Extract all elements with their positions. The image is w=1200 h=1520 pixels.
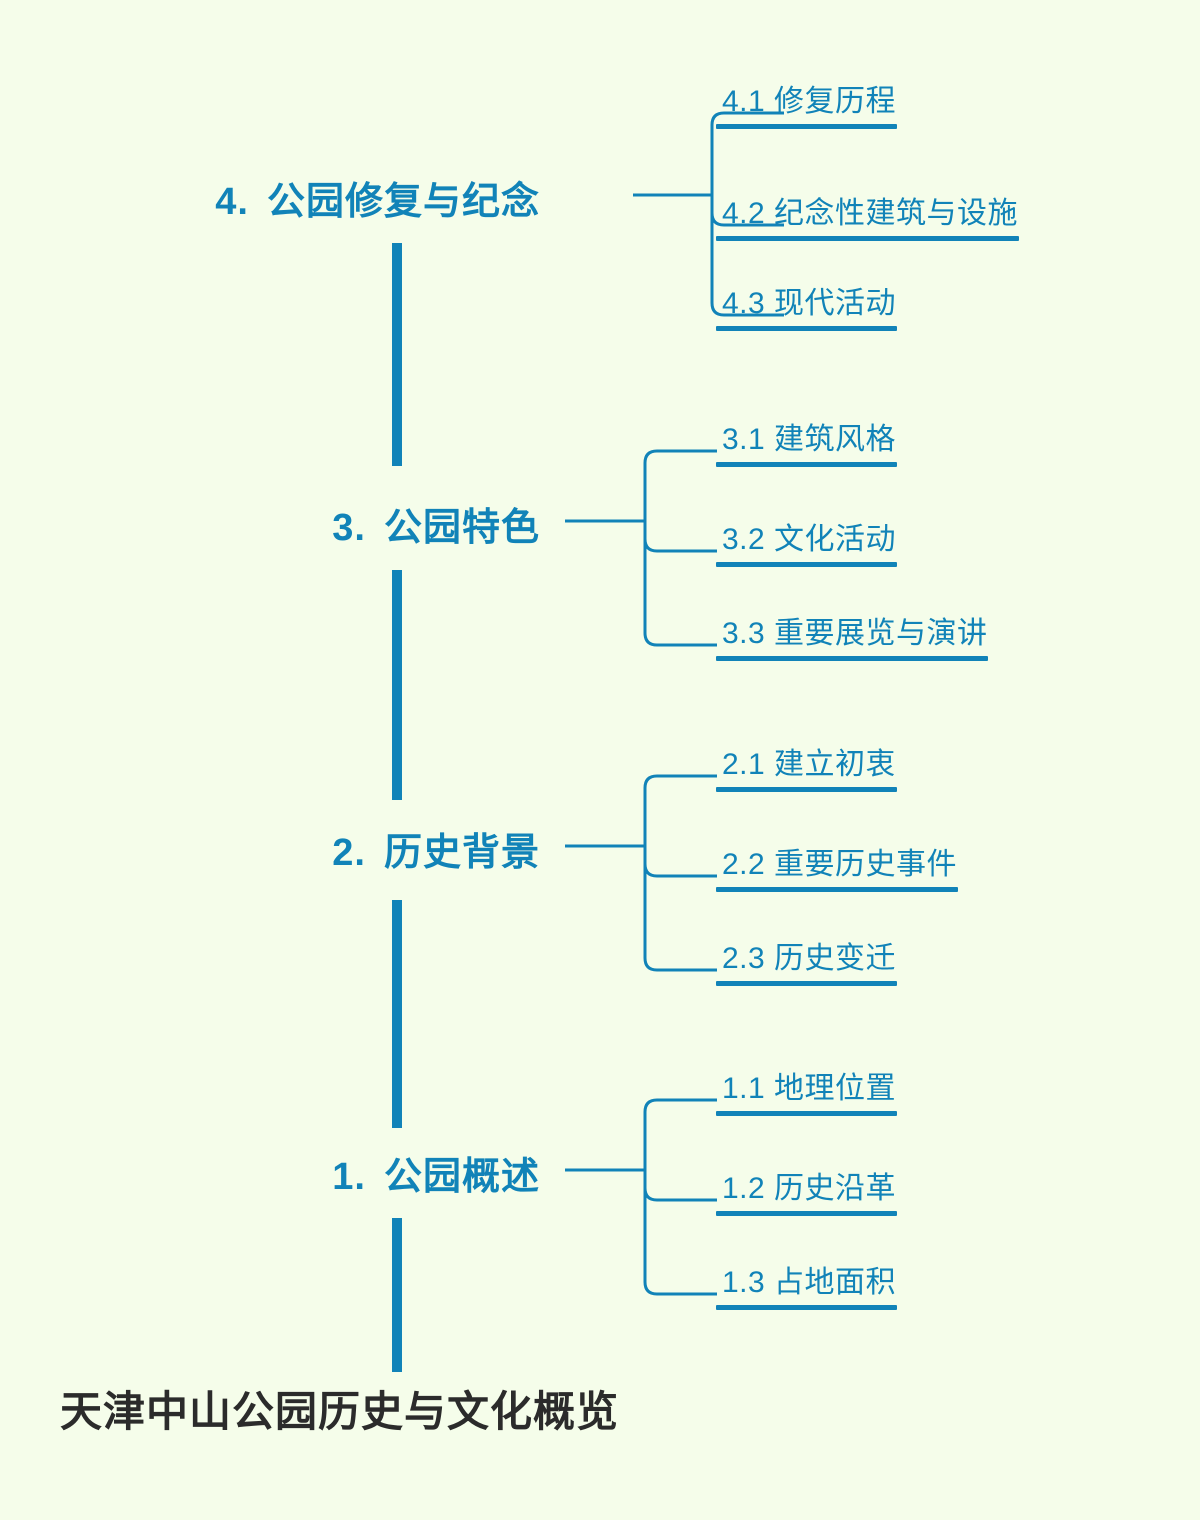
- leaf-2-2-label: 2.2 重要历史事件: [722, 848, 958, 881]
- branch-3-connectors: [565, 449, 717, 647]
- branch-2-connectors: [565, 774, 717, 972]
- branch-1-child-2-link: [643, 1170, 717, 1202]
- leaf-3-1-label: 3.1 建筑风格: [722, 423, 897, 456]
- branch-label-3[interactable]: 3. 公园特色: [332, 496, 540, 551]
- leaf-3-3-underline: [716, 656, 988, 661]
- leaf-node-4-2[interactable]: 4.2 纪念性建筑与设施: [716, 188, 1019, 241]
- branch-3-child-1-link: [643, 449, 717, 521]
- leaf-node-3-2[interactable]: 3.2 文化活动: [716, 514, 897, 567]
- branch-1-text: 公园概述: [383, 1156, 540, 1198]
- leaf-node-2-3[interactable]: 2.3 历史变迁: [716, 933, 897, 986]
- branch-label-1[interactable]: 1. 公园概述: [332, 1145, 540, 1200]
- branch-1-number: 1.: [332, 1156, 366, 1198]
- leaf-2-3-label: 2.3 历史变迁: [722, 942, 897, 975]
- leaf-node-2-1[interactable]: 2.1 建立初衷: [716, 739, 897, 792]
- branch-2-text: 历史背景: [383, 832, 540, 874]
- leaf-1-2-label: 1.2 历史沿革: [722, 1172, 897, 1205]
- leaf-1-1-label: 1.1 地理位置: [722, 1072, 897, 1105]
- branch-2-number: 2.: [332, 832, 366, 874]
- leaf-node-2-2[interactable]: 2.2 重要历史事件: [716, 839, 958, 892]
- leaf-node-3-3[interactable]: 3.3 重要展览与演讲: [716, 608, 988, 661]
- leaf-4-2-underline: [716, 236, 1019, 241]
- root-title: 天津中山公园历史与文化概览: [60, 1388, 620, 1435]
- leaf-3-2-label: 3.2 文化活动: [722, 523, 897, 556]
- leaf-3-2-underline: [716, 562, 897, 567]
- leaf-3-3-label: 3.3 重要展览与演讲: [722, 617, 988, 650]
- leaf-1-1-underline: [716, 1111, 897, 1116]
- branch-2-child-3-link: [643, 846, 717, 972]
- branch-1-child-1-link: [643, 1098, 717, 1170]
- branch-2-child-2-link: [643, 846, 717, 878]
- branch-3-child-2-link: [643, 521, 717, 553]
- leaf-2-1-underline: [716, 787, 897, 792]
- leaf-1-3-label: 1.3 占地面积: [722, 1266, 897, 1299]
- branch-3-text: 公园特色: [383, 507, 540, 549]
- leaf-2-1-label: 2.1 建立初衷: [722, 748, 897, 781]
- branch-label-2[interactable]: 2. 历史背景: [332, 821, 540, 876]
- leaf-4-3-label: 4.3 现代活动: [722, 287, 897, 320]
- branch-1-connectors: [565, 1098, 717, 1296]
- leaf-node-3-1[interactable]: 3.1 建筑风格: [716, 414, 897, 467]
- branch-3-number: 3.: [332, 507, 366, 549]
- branch-1-child-3-link: [643, 1170, 717, 1296]
- leaf-2-2-underline: [716, 887, 958, 892]
- leaf-4-2-label: 4.2 纪念性建筑与设施: [722, 197, 1019, 230]
- leaf-4-1-label: 4.1 修复历程: [722, 85, 897, 118]
- leaf-1-2-underline: [716, 1211, 897, 1216]
- branch-4-number: 4.: [215, 181, 249, 223]
- branch-label-4[interactable]: 4. 公园修复与纪念: [215, 170, 540, 225]
- leaf-1-3-underline: [716, 1305, 897, 1310]
- branch-3-child-3-link: [643, 521, 717, 647]
- leaf-3-1-underline: [716, 462, 897, 467]
- leaf-node-4-3[interactable]: 4.3 现代活动: [716, 278, 897, 331]
- leaf-4-3-underline: [716, 326, 897, 331]
- leaf-4-1-underline: [716, 124, 897, 129]
- leaf-node-4-1[interactable]: 4.1 修复历程: [716, 76, 897, 129]
- leaf-2-3-underline: [716, 981, 897, 986]
- leaf-node-1-1[interactable]: 1.1 地理位置: [716, 1063, 897, 1116]
- leaf-node-1-2[interactable]: 1.2 历史沿革: [716, 1163, 897, 1216]
- branch-2-child-1-link: [643, 774, 717, 846]
- branch-4-text: 公园修复与纪念: [266, 181, 540, 223]
- leaf-node-1-3[interactable]: 1.3 占地面积: [716, 1257, 897, 1310]
